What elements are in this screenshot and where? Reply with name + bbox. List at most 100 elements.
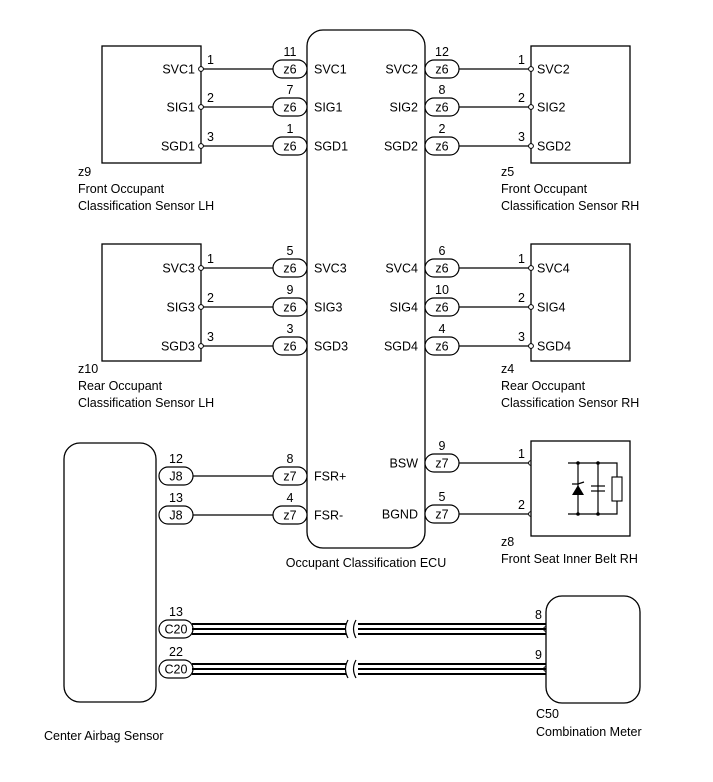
sensor-pin-z9: 2 <box>207 91 214 105</box>
connector-airbag-fsr-label: J8 <box>169 470 182 484</box>
ecu-box <box>306 29 426 549</box>
belt-code: z8 <box>501 535 514 549</box>
connector-airbag-can-label: C20 <box>165 663 188 677</box>
sensor-name-z9-line1: Front Occupant <box>78 182 165 196</box>
sensor-signal-z10: SVC3 <box>162 262 195 276</box>
sensor-name-z5-line1: Front Occupant <box>501 182 588 196</box>
connector-right_top-label: z6 <box>435 140 448 154</box>
belt-circuit <box>568 461 623 516</box>
belt-pin: 1 <box>518 447 525 461</box>
connector-right_mid-label: z6 <box>435 301 448 315</box>
connector-ecu-fsr-label: z7 <box>283 470 296 484</box>
sensor-signal-z5: SGD2 <box>537 140 571 154</box>
ecu-label: Occupant Classification ECU <box>286 556 446 570</box>
sensor-signal-z5: SIG2 <box>537 101 566 115</box>
meter-name: Combination Meter <box>536 725 642 739</box>
sensor-pin-z4: 3 <box>518 330 525 344</box>
ecu-fsr-pin: 4 <box>287 491 294 505</box>
connector-right_top <box>424 59 460 79</box>
sensor-pin-z4: 2 <box>518 291 525 305</box>
ecu-belt-pin: 9 <box>439 439 446 453</box>
sensor-signal-z5: SVC2 <box>537 63 570 77</box>
ecu-pin-right_mid: 6 <box>439 244 446 258</box>
connector-right_mid-label: z6 <box>435 340 448 354</box>
sensor-pin-z9: 1 <box>207 53 214 67</box>
connector-left_top-label: z6 <box>283 140 296 154</box>
connector-left_top-label: z6 <box>283 63 296 77</box>
can-bus <box>192 619 546 679</box>
connector-left_mid <box>272 297 308 317</box>
sensor-name-z9-line2: Classification Sensor LH <box>78 199 214 213</box>
ecu-signal-left_mid: SIG3 <box>314 301 343 315</box>
connector-right_mid <box>424 297 460 317</box>
ecu-pin-right_mid: 4 <box>439 322 446 336</box>
sensor-signal-z10: SGD3 <box>161 340 195 354</box>
sensor-pin-z10: 1 <box>207 252 214 266</box>
belt-box <box>530 440 631 537</box>
sensor-name-z4-line2: Classification Sensor RH <box>501 396 639 410</box>
ecu-pin-left_top: 11 <box>284 45 297 59</box>
connector-left_mid-label: z6 <box>283 340 296 354</box>
airbag-fsr-pin: 12 <box>169 452 183 466</box>
diode-icon <box>572 485 584 495</box>
sensor-box-z9 <box>101 45 202 164</box>
ecu-pin-left_top: 1 <box>287 122 294 136</box>
ecu-signal-left_mid: SVC3 <box>314 262 347 276</box>
connector-left_top-label: z6 <box>283 101 296 115</box>
meter-code: C50 <box>536 707 559 721</box>
ecu-pin-right_mid: 10 <box>435 283 449 297</box>
sensor-code-z4: z4 <box>501 362 514 376</box>
connector-right_top <box>424 136 460 156</box>
ecu-fsr-signal: FSR+ <box>314 470 346 484</box>
sensor-pin-z5: 3 <box>518 130 525 144</box>
ecu-pin-left_mid: 3 <box>287 322 294 336</box>
sensor-pin-z10: 2 <box>207 291 214 305</box>
sensor-name-z4-line1: Rear Occupant <box>501 379 586 393</box>
connector-right_top <box>424 97 460 117</box>
ecu-signal-right_mid: SGD4 <box>384 340 418 354</box>
ecu-signal-right_top: SGD2 <box>384 140 418 154</box>
sensor-name-z5-line2: Classification Sensor RH <box>501 199 639 213</box>
connector-left_mid-label: z6 <box>283 262 296 276</box>
airbag-box <box>63 442 157 703</box>
connector-ecu-fsr-label: z7 <box>283 509 296 523</box>
ecu-pin-left_top: 7 <box>287 83 294 97</box>
airbag-label: Center Airbag Sensor <box>44 729 164 743</box>
sensor-pin-z9: 3 <box>207 130 214 144</box>
ecu-fsr-pin: 8 <box>287 452 294 466</box>
sensor-signal-z4: SVC4 <box>537 262 570 276</box>
connector-ecu-fsr <box>272 466 308 486</box>
ecu-signal-left_top: SGD1 <box>314 140 348 154</box>
connector-left_top <box>272 59 308 79</box>
sensor-pin-z5: 2 <box>518 91 525 105</box>
ecu-signal-right_mid: SIG4 <box>390 301 419 315</box>
belt-pin: 2 <box>518 498 525 512</box>
connector-right_top-label: z6 <box>435 63 448 77</box>
ecu-signal-left_mid: SGD3 <box>314 340 348 354</box>
ecu-signal-right_top: SIG2 <box>390 101 419 115</box>
sensor-name-z10-line2: Classification Sensor LH <box>78 396 214 410</box>
ecu-belt-pin: 5 <box>439 490 446 504</box>
sensor-signal-z9: SVC1 <box>162 63 195 77</box>
meter-pin: 8 <box>535 608 542 622</box>
connector-left_mid-label: z6 <box>283 301 296 315</box>
ecu-belt-signal: BSW <box>390 457 419 471</box>
ecu-pin-left_mid: 5 <box>287 244 294 258</box>
connector-ecu-belt-label: z7 <box>435 508 448 522</box>
connector-airbag-fsr-label: J8 <box>169 509 182 523</box>
connector-left_mid <box>272 258 308 278</box>
sensor-code-z5: z5 <box>501 165 514 179</box>
connector-left_mid <box>272 336 308 356</box>
connector-right_top-label: z6 <box>435 101 448 115</box>
ecu-belt-signal: BGND <box>382 508 418 522</box>
connector-airbag-can-label: C20 <box>165 623 188 637</box>
sensor-signal-z9: SIG1 <box>167 101 196 115</box>
sensor-box-z4 <box>530 243 631 362</box>
airbag-fsr-pin: 13 <box>169 491 183 505</box>
ecu-pin-left_mid: 9 <box>287 283 294 297</box>
ecu-fsr-signal: FSR- <box>314 509 343 523</box>
resistor-icon <box>611 476 623 502</box>
sensor-pin-z5: 1 <box>518 53 525 67</box>
connector-left_top <box>272 97 308 117</box>
